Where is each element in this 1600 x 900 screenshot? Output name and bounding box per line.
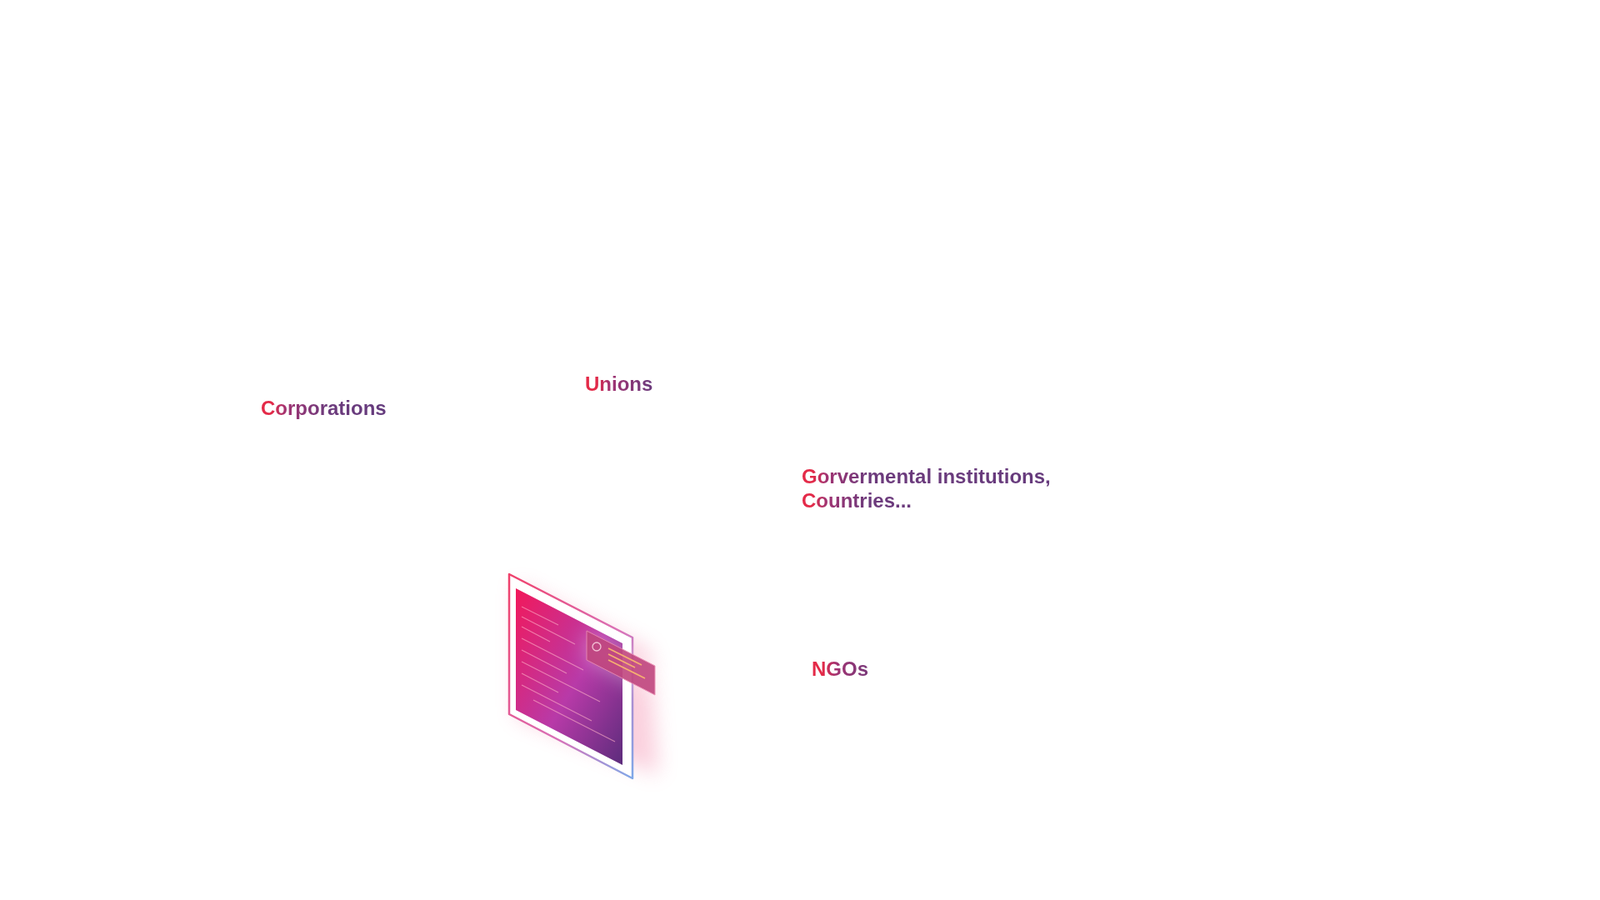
stakeholder-label: NGOs xyxy=(811,656,869,681)
stakeholder-label: Unions xyxy=(585,371,653,396)
tablet-screen xyxy=(515,588,623,765)
tablet xyxy=(509,574,659,779)
stakeholder-label: Gorvermental institutions, Countries... xyxy=(801,464,1110,513)
screen-lines xyxy=(521,606,615,742)
stakeholder-label: Corporations xyxy=(260,395,387,420)
profile-icon xyxy=(592,642,601,651)
card-glow xyxy=(586,630,655,695)
card-lines xyxy=(608,648,645,679)
profile-card xyxy=(586,630,655,695)
tablet-frame xyxy=(509,574,633,779)
tablet-glow xyxy=(516,583,659,775)
